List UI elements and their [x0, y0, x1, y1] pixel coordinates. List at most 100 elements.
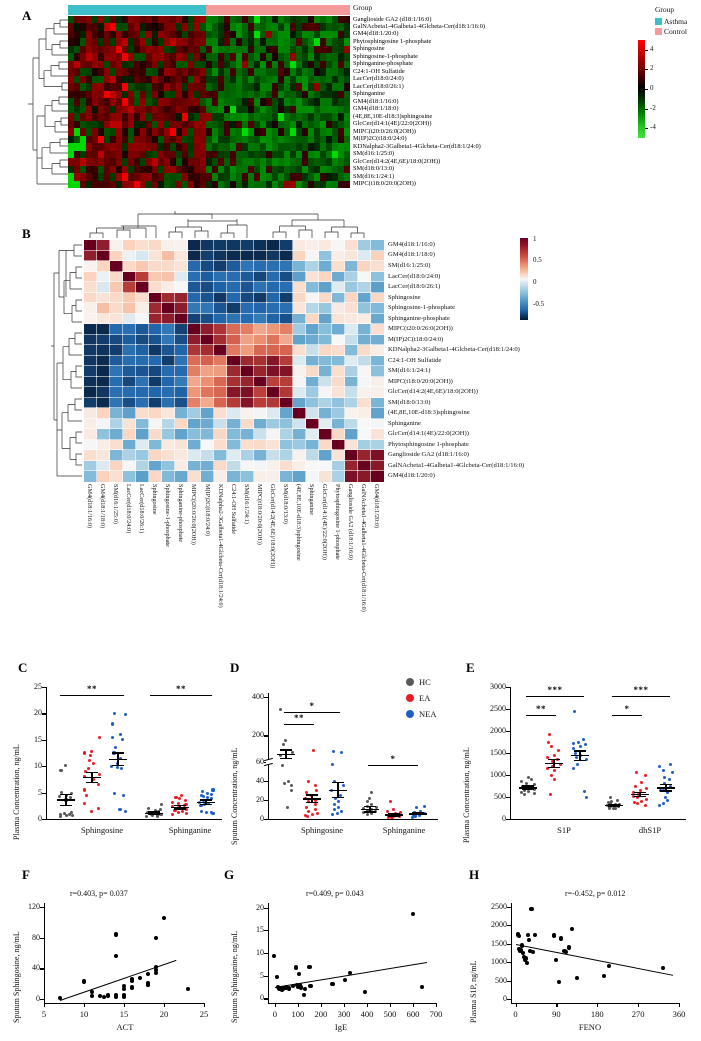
data-point-hc [63, 812, 67, 816]
panel-a-heatmap-cell [140, 143, 146, 151]
panel-a-heatmap-cell [302, 83, 308, 91]
data-point-nea [584, 796, 588, 800]
panel-a-heatmap-cell [188, 143, 194, 151]
panel-b-column-label: (4E,8E,10E-d18:3)sphingosine [294, 484, 302, 561]
panel-f-x-axis-title: ACT [116, 1022, 134, 1032]
panel-a-heatmap-cell [218, 105, 224, 114]
panel-b-correlation-cell [344, 397, 359, 410]
panel-b-column-label: GlcCer(d14:1(4E)/22:0(2OH)) [320, 484, 328, 560]
panel-b-correlation-cell [317, 470, 333, 483]
panel-d-legend-label: EA [419, 693, 431, 703]
panel-b-correlation-cell [109, 460, 124, 473]
panel-a-heatmap-cell [236, 120, 242, 129]
data-point-ea [173, 809, 177, 813]
scatter-point [275, 974, 280, 980]
data-point-hc [60, 791, 64, 795]
panel-b-correlation-cell [200, 260, 216, 273]
panel-a-heatmap-cell [266, 180, 272, 188]
panel-a-heatmap-cell [254, 180, 260, 188]
panel-a-heatmap-cell [320, 60, 326, 69]
x-tick-mark [638, 1003, 640, 1007]
panel-a-heatmap-cell [332, 23, 338, 31]
panel-a-heatmap-cell [200, 150, 206, 159]
panel-a-heatmap-cell [152, 105, 158, 114]
panel-a-heatmap-cell [164, 158, 170, 166]
panel-a-heatmap-cell [194, 120, 200, 129]
panel-a-heatmap-cell [272, 120, 278, 129]
panel-b-correlation-cell [122, 291, 137, 304]
panel-a-heatmap-cell [206, 158, 212, 166]
panel-a-heatmap-cell [200, 120, 206, 129]
panel-a-heatmap-cell [248, 75, 254, 84]
panel-a-heatmap-cell [260, 113, 266, 121]
panel-a-heatmap-cell [140, 90, 146, 99]
panel-a-heatmap-cell [182, 83, 188, 91]
panel-b-correlation-cell [122, 249, 137, 262]
panel-a-heatmap-cell [122, 53, 128, 61]
panel-a-heatmap-cell [278, 120, 284, 129]
data-point-hc [613, 806, 617, 810]
panel-a-heatmap-cell [200, 105, 206, 114]
panel-a-heatmap-cell [158, 135, 164, 144]
panel-b-correlation-cell [357, 460, 372, 473]
data-point-nea [330, 812, 334, 816]
data-point-nea [337, 806, 341, 810]
panel-a-heatmap-cell [278, 83, 284, 91]
y-tick-label: 0 [260, 993, 264, 1003]
panel-b-correlation-cell [109, 439, 124, 452]
panel-b-correlation-cell [265, 460, 281, 473]
panel-a-heatmap-cell [128, 180, 134, 188]
panel-f-scatter: F r=0.403, p= 0.037 Sputum Sphingosine, … [0, 865, 232, 1041]
panel-a-heatmap-cell [212, 38, 218, 46]
panel-a-heatmap-cell [110, 143, 116, 151]
panel-a-heatmap-cell [290, 53, 296, 61]
panel-d-letter: D [230, 660, 240, 675]
panel-a-heatmap-cell [104, 16, 110, 24]
panel-a-heatmap-cell [182, 135, 188, 144]
panel-b-correlation-cell [304, 470, 320, 483]
panel-a-heatmap-cell [218, 16, 224, 24]
y-tick-label: 0 [260, 814, 264, 823]
panel-b-correlation-cell [304, 428, 320, 441]
panel-a-heatmap-cell [128, 173, 134, 181]
panel-a-heatmap-cell [212, 53, 218, 61]
panel-a-heatmap-cell [158, 173, 164, 181]
panel-b-correlation-cell [83, 428, 98, 441]
panel-b-correlation-cell [148, 323, 164, 336]
panel-b-correlation-cell [304, 312, 320, 325]
panel-b-correlation-cell [122, 439, 137, 452]
panel-a-heatmap-cell [188, 180, 194, 188]
panel-a-heatmap-cell [68, 30, 74, 39]
panel-a-heatmap-cell [194, 53, 200, 61]
panel-b-correlation-cell [161, 386, 177, 399]
panel-a-heatmap-cell [230, 135, 236, 144]
panel-b-correlation-cell [213, 249, 229, 262]
panel-a-heatmap-cell [74, 143, 80, 151]
panel-b-correlation-cell [304, 323, 320, 336]
x-tick-label: 500 [383, 1009, 397, 1019]
panel-b-colorbar-tick: 1 [533, 234, 537, 243]
panel-a-heatmap-cell [212, 143, 218, 151]
x-tick-mark [597, 1003, 599, 1007]
y-tick-mark [264, 800, 268, 802]
scatter-point [293, 965, 298, 970]
data-point-ea [640, 799, 644, 803]
data-point-nea [204, 811, 208, 815]
data-point-ea [632, 800, 636, 804]
panel-b-correlation-cell [331, 260, 346, 273]
panel-b-correlation-cell [226, 239, 242, 252]
panel-a-heatmap-cell [314, 113, 320, 121]
panel-b-correlation-cell [344, 249, 359, 262]
panel-a-heatmap-cell [98, 75, 104, 84]
panel-a-heatmap-cell [176, 158, 182, 166]
panel-b-column-label: GalNAcbeta1-4Galbeta1-4Glcbeta-Cer(d18:1… [360, 484, 368, 612]
panel-b-correlation-cell [226, 376, 242, 389]
panel-a-heatmap-cell [272, 83, 278, 91]
panel-b-correlation-cell [317, 354, 333, 368]
panel-a-heatmap-cell [290, 68, 296, 76]
panel-b-correlation-cell [370, 449, 385, 462]
panel-b-correlation-cell [96, 449, 111, 462]
panel-a-heatmap-cell [284, 90, 290, 99]
panel-a-heatmap-cell [320, 128, 326, 136]
